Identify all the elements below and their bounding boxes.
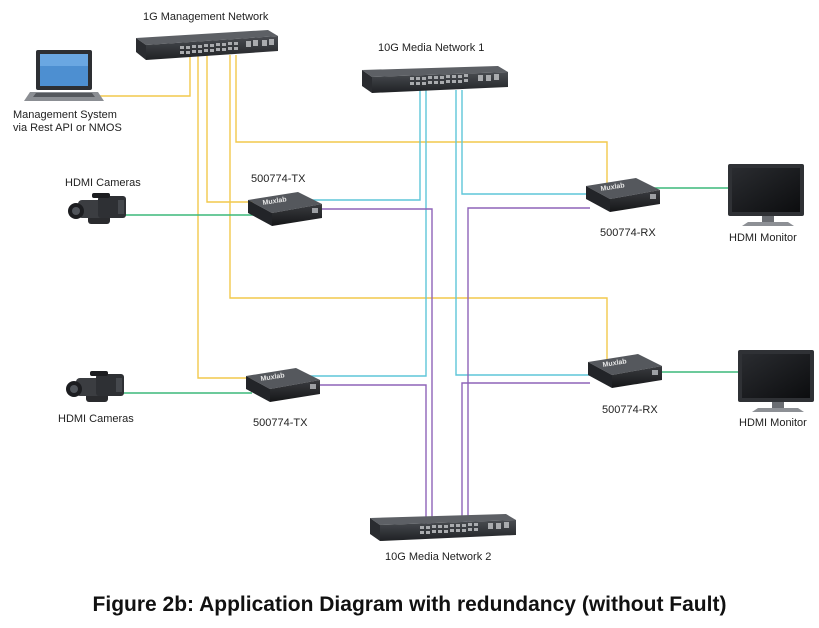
camera-icon — [68, 193, 126, 224]
device-brand: Muxlab — [602, 358, 627, 369]
rx-device-bottom — [588, 354, 662, 388]
link-media1-tx-top — [305, 90, 421, 201]
cameras-label-top: HDMI Cameras — [65, 177, 141, 189]
rx-label-top: 500774-RX — [600, 227, 656, 239]
media-network-1-label: 10G Media Network 1 — [378, 42, 485, 54]
rx-device-top — [586, 178, 660, 212]
device-brand: Muxlab — [262, 196, 287, 207]
management-system-label-line2: via Rest API or NMOS — [13, 122, 122, 134]
rx-label-bottom: 500774-RX — [602, 404, 658, 416]
link-media2-rx-bottom — [461, 382, 590, 526]
monitor-label-top: HDMI Monitor — [729, 232, 797, 244]
media-network-2-label: 10G Media Network 2 — [385, 551, 492, 563]
link-media1-rx-bottom — [455, 90, 590, 376]
link-media2-rx-top — [467, 207, 590, 526]
link-media2-tx-bottom — [308, 384, 427, 526]
device-brand: Muxlab — [600, 182, 625, 193]
camera-icon — [66, 371, 124, 402]
tx-label-bottom: 500774-TX — [253, 417, 308, 429]
link-management-rx-bottom — [229, 55, 608, 360]
laptop-icon — [24, 50, 104, 101]
management-network-label: 1G Management Network — [143, 11, 269, 23]
tx-label-top: 500774-TX — [251, 173, 306, 185]
media-network-1-switch — [362, 66, 508, 93]
monitor-label-bottom: HDMI Monitor — [739, 417, 807, 429]
link-management-tx-bottom — [197, 55, 253, 379]
link-media1-rx-top — [461, 90, 590, 195]
link-management-laptop — [100, 55, 191, 97]
management-system-label-line1: Management System — [13, 109, 117, 121]
tx-device-bottom — [246, 368, 320, 402]
link-media2-tx-top — [305, 208, 433, 526]
cameras-label-bottom: HDMI Cameras — [58, 413, 134, 425]
monitor-icon — [738, 350, 814, 412]
management-switch — [136, 30, 278, 60]
link-management-tx-top — [206, 55, 253, 203]
link-management-rx-top — [235, 55, 608, 185]
link-media1-tx-bottom — [308, 90, 427, 377]
tx-device-top — [248, 192, 322, 226]
monitor-icon — [728, 164, 804, 226]
figure-caption: Figure 2b: Application Diagram with redu… — [92, 593, 727, 616]
media-network-2-switch — [370, 514, 516, 541]
device-brand: Muxlab — [260, 372, 285, 383]
